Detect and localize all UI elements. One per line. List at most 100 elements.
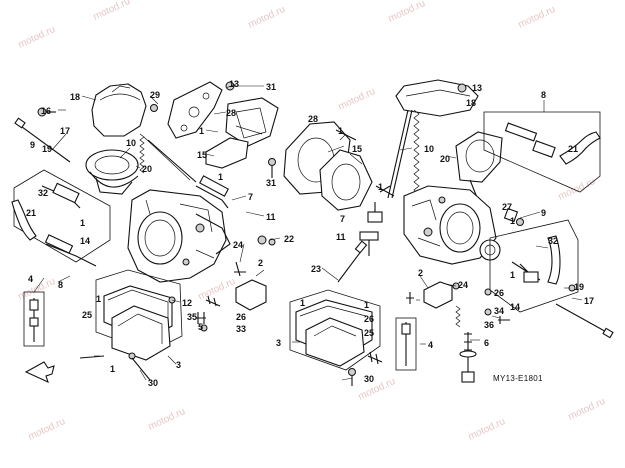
label-1: 1 (378, 182, 383, 192)
watermark: motod.ru (147, 406, 187, 433)
label-2: 2 (418, 268, 423, 278)
hose-box-right-lower (489, 219, 579, 313)
label-18: 18 (70, 92, 80, 102)
left-carburetor-group (11, 83, 276, 384)
watermark: motod.ru (357, 376, 397, 403)
label-15: 15 (197, 150, 207, 160)
label-1: 1 (80, 218, 85, 228)
float-chamber-box-center (289, 289, 381, 371)
choke-valve-left (235, 279, 267, 311)
label-21: 21 (26, 208, 36, 218)
watermark: motod.ru (247, 4, 287, 31)
center-insulator-group (283, 121, 395, 283)
label-34: 34 (494, 306, 504, 316)
watermark: motod.ru (387, 0, 427, 25)
watermark: motod.ru (337, 86, 377, 113)
label-11: 11 (336, 232, 346, 242)
label-1: 1 (510, 270, 515, 280)
label-1: 1 (338, 126, 343, 136)
leader-lines (33, 83, 583, 381)
part-labels: 18 16 17 10 20 29 13 31 28 1 15 31 1 7 1… (26, 79, 594, 388)
label-29: 29 (150, 90, 160, 100)
label-4: 4 (428, 340, 433, 350)
label-1: 1 (96, 294, 101, 304)
jet-needle-center (337, 249, 363, 283)
label-1: 1 (218, 172, 223, 182)
label-25: 25 (364, 328, 374, 338)
label-25: 25 (82, 310, 92, 320)
label-27: 27 (502, 202, 512, 212)
label-10: 10 (424, 144, 434, 154)
watermark: motod.ru (17, 276, 57, 303)
label-24: 24 (458, 280, 468, 290)
label-6: 6 (484, 338, 489, 348)
watermark: motod.ru (467, 416, 507, 443)
label-21: 21 (568, 144, 578, 154)
center-float-chamber-group (235, 279, 383, 386)
vacuum-piston (85, 149, 139, 181)
drain-hose-left (11, 199, 37, 241)
label-1: 1 (300, 298, 305, 308)
watermark: motod.ru (17, 24, 57, 51)
label-36: 36 (484, 320, 494, 330)
piston-spring-right (413, 109, 420, 199)
label-11: 11 (266, 212, 276, 222)
piston-spring (139, 133, 191, 181)
label-10: 10 (126, 138, 136, 148)
label-17: 17 (60, 126, 70, 136)
label-2: 2 (258, 258, 263, 268)
label-20: 20 (142, 164, 152, 174)
label-3: 3 (176, 360, 181, 370)
label-32: 32 (38, 188, 48, 198)
watermark: motod.ru (27, 416, 67, 443)
watermark: motod.ru (517, 4, 557, 31)
label-31: 31 (266, 82, 276, 92)
label-31: 31 (266, 178, 276, 188)
label-28: 28 (226, 108, 236, 118)
label-24: 24 (233, 240, 243, 250)
label-26: 26 (494, 288, 504, 298)
label-14: 14 (510, 302, 520, 312)
hose-box-right (483, 111, 601, 193)
watermark: motod.ru (92, 0, 132, 23)
label-22: 22 (284, 234, 294, 244)
link-plate (167, 81, 223, 139)
label-8: 8 (541, 90, 546, 100)
float-chamber-box (95, 269, 183, 353)
diaphragm-cup (205, 137, 249, 169)
label-3: 3 (276, 338, 281, 348)
label-1: 1 (510, 216, 515, 226)
label-13: 13 (229, 79, 239, 89)
label-20: 20 (440, 154, 450, 164)
label-1: 1 (110, 364, 115, 374)
needle-rod (17, 123, 71, 163)
label-35: 35 (187, 312, 197, 322)
label-5: 5 (198, 322, 203, 332)
label-14: 14 (80, 236, 90, 246)
insulator-15 (319, 149, 373, 211)
label-26: 26 (364, 314, 374, 324)
label-13-right: 13 (472, 83, 482, 93)
label-16: 16 (41, 106, 51, 116)
float-chamber-left (111, 305, 171, 361)
needle-rod-right (555, 303, 611, 335)
label-23: 23 (311, 264, 321, 274)
carb-top-cover (91, 83, 147, 137)
label-19: 19 (574, 282, 584, 292)
right-carburetor-group (395, 185, 614, 383)
label-12: 12 (182, 298, 192, 308)
watermark: motod.ru (557, 176, 597, 203)
label-4: 4 (28, 274, 33, 284)
label-17: 17 (584, 296, 594, 306)
front-arrow-icon (24, 361, 55, 384)
label-1: 1 (364, 300, 369, 310)
float-chamber-center (305, 317, 365, 367)
choke-valve-right (423, 281, 453, 309)
label-7: 7 (340, 214, 345, 224)
hose-box-left (13, 169, 111, 263)
vacuum-piston-right (455, 131, 503, 183)
label-28: 28 (308, 114, 318, 124)
label-8: 8 (58, 280, 63, 290)
label-7: 7 (248, 192, 253, 202)
label-30: 30 (364, 374, 374, 384)
